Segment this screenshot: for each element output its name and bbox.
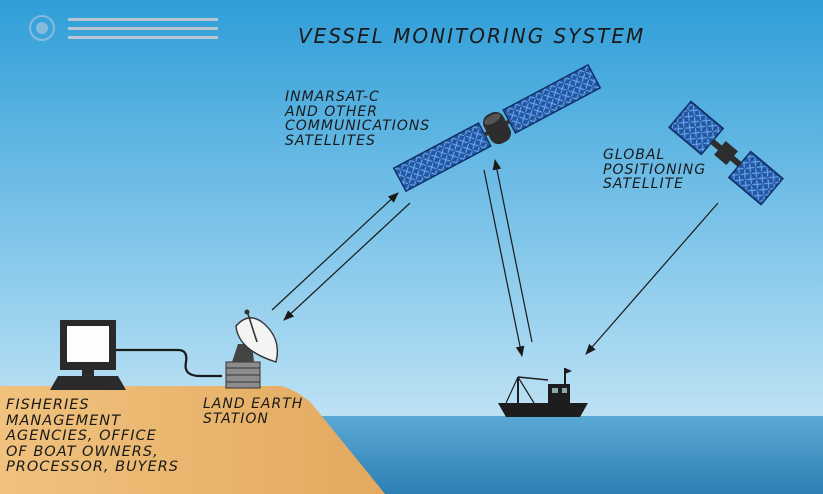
gps-satellite-label-line: POSITIONING	[603, 161, 707, 178]
gps-satellite-label-line: SATELLITE	[603, 176, 684, 193]
comm-satellite-label-line: AND OTHER	[285, 103, 378, 120]
arrow-gps-to-boat	[585, 202, 719, 355]
gps-satellite-icon	[668, 100, 784, 206]
arrow-boat-to-satellite	[492, 158, 533, 343]
fisheries-label-line: PROCESSOR, BUYERS	[6, 459, 179, 475]
comm-satellite-label-line: COMMUNICATIONS	[285, 118, 431, 135]
gps-satellite-label-line: GLOBAL	[603, 147, 666, 163]
fisheries-label-line: FISHERIES	[6, 397, 90, 413]
agency-logo-text	[68, 18, 218, 45]
satellite-dish-icon	[225, 309, 279, 389]
comm-satellite-label-line: SATELLITES	[285, 133, 376, 150]
gps-satellite-label: GLOBAL POSITIONING SATELLITE	[603, 148, 706, 192]
arrow-satellite-to-boat	[483, 169, 525, 358]
land-earth-station-label: LAND EARTH STATION	[203, 397, 303, 426]
fisheries-label-line: MANAGEMENT	[6, 412, 121, 429]
comm-satellite-label-line: INMARSAT-C	[285, 89, 380, 105]
fisheries-label-line: AGENCIES, OFFICE	[6, 428, 157, 444]
arrow-satellite-to-station	[283, 202, 411, 321]
terminal-cable	[116, 348, 222, 378]
agency-logo-icon	[29, 15, 55, 41]
inmarsat-satellite-icon	[392, 63, 602, 193]
title-text: VESSEL MONITORING SYSTEM	[298, 24, 646, 48]
signal-arrows	[271, 158, 719, 358]
fisheries-label-line: OF BOAT OWNERS,	[6, 443, 159, 460]
land-earth-station-label-line: STATION	[203, 410, 269, 427]
fishing-boat-icon	[498, 368, 588, 417]
land-coast	[0, 386, 385, 494]
comm-satellite-label: INMARSAT-C AND OTHER COMMUNICATIONS SATE…	[285, 90, 430, 149]
fisheries-agencies-label: FISHERIES MANAGEMENT AGENCIES, OFFICE OF…	[6, 397, 179, 476]
land-earth-station-label-line: LAND EARTH	[203, 396, 304, 412]
computer-terminal-icon	[50, 320, 126, 390]
diagram-title: VESSEL MONITORING SYSTEM	[298, 26, 645, 47]
arrow-station-to-satellite	[271, 192, 399, 311]
